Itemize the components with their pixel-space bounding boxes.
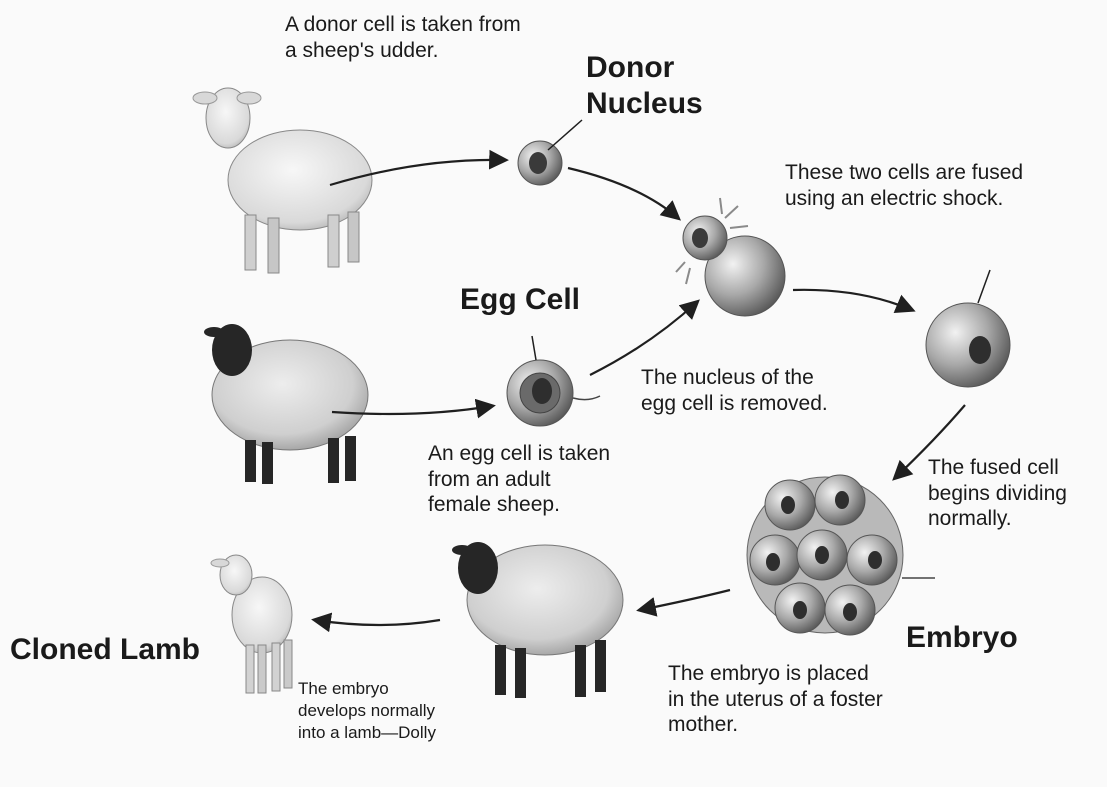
lamb-develops-caption: The embryo develops normally into a lamb… xyxy=(298,678,436,744)
arrow-foster-to-lamb xyxy=(315,620,440,625)
arrow-nucleus-to-fusion xyxy=(568,168,678,218)
cloned-lamb-label: Cloned Lamb xyxy=(10,632,200,668)
nucleus-removed-caption: The nucleus of the egg cell is removed. xyxy=(641,365,828,416)
egg-taken-caption: An egg cell is taken from an adult femal… xyxy=(428,441,610,518)
embryo-cluster xyxy=(747,475,935,635)
cloned-lamb-image xyxy=(211,555,292,693)
fused-cell xyxy=(926,270,1010,387)
donor-nucleus-cell xyxy=(518,120,582,185)
donor-cell-caption: A donor cell is taken from a sheep's udd… xyxy=(285,12,521,63)
donor-nucleus-label: Donor Nucleus xyxy=(586,50,703,122)
egg-cell-label: Egg Cell xyxy=(460,282,580,318)
arrow-embryo-to-foster xyxy=(640,590,730,610)
foster-mother-sheep-image xyxy=(452,542,623,698)
egg-cell xyxy=(507,336,600,426)
egg-donor-sheep-image xyxy=(204,324,368,484)
embryo-label: Embryo xyxy=(906,620,1018,656)
arrow-fusion-to-fused xyxy=(793,290,912,310)
fusion-cells xyxy=(676,198,785,316)
fusion-caption: These two cells are fused using an elect… xyxy=(785,160,1023,211)
fused-dividing-caption: The fused cell begins dividing normally. xyxy=(928,455,1067,532)
embryo-placed-caption: The embryo is placed in the uterus of a … xyxy=(668,661,883,738)
